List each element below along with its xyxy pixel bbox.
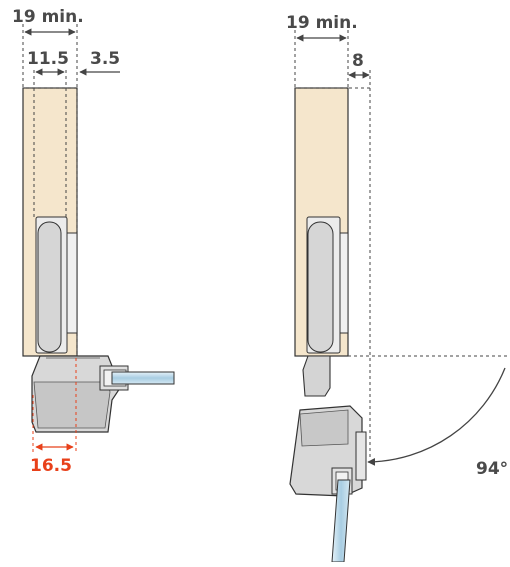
left-dim-bottom-label: 16.5: [30, 456, 72, 476]
left-dim-total-label: 19 min.: [12, 7, 84, 27]
right-angle-label: 94°: [476, 459, 508, 479]
right-dim-total-label: 19 min.: [286, 13, 358, 33]
left-glass-pane: [111, 371, 175, 385]
right-diagram: 19 min. 8 94°: [286, 13, 510, 563]
left-diagram: 19 min. 11.5 3.5 16.5: [12, 7, 175, 476]
left-dim-b-label: 3.5: [90, 49, 120, 69]
right-dim-b-label: 8: [352, 51, 364, 71]
right-hinge-arm: [302, 355, 331, 397]
left-dim-a-label: 11.5: [27, 49, 69, 69]
right-angle-arc: [367, 367, 506, 466]
